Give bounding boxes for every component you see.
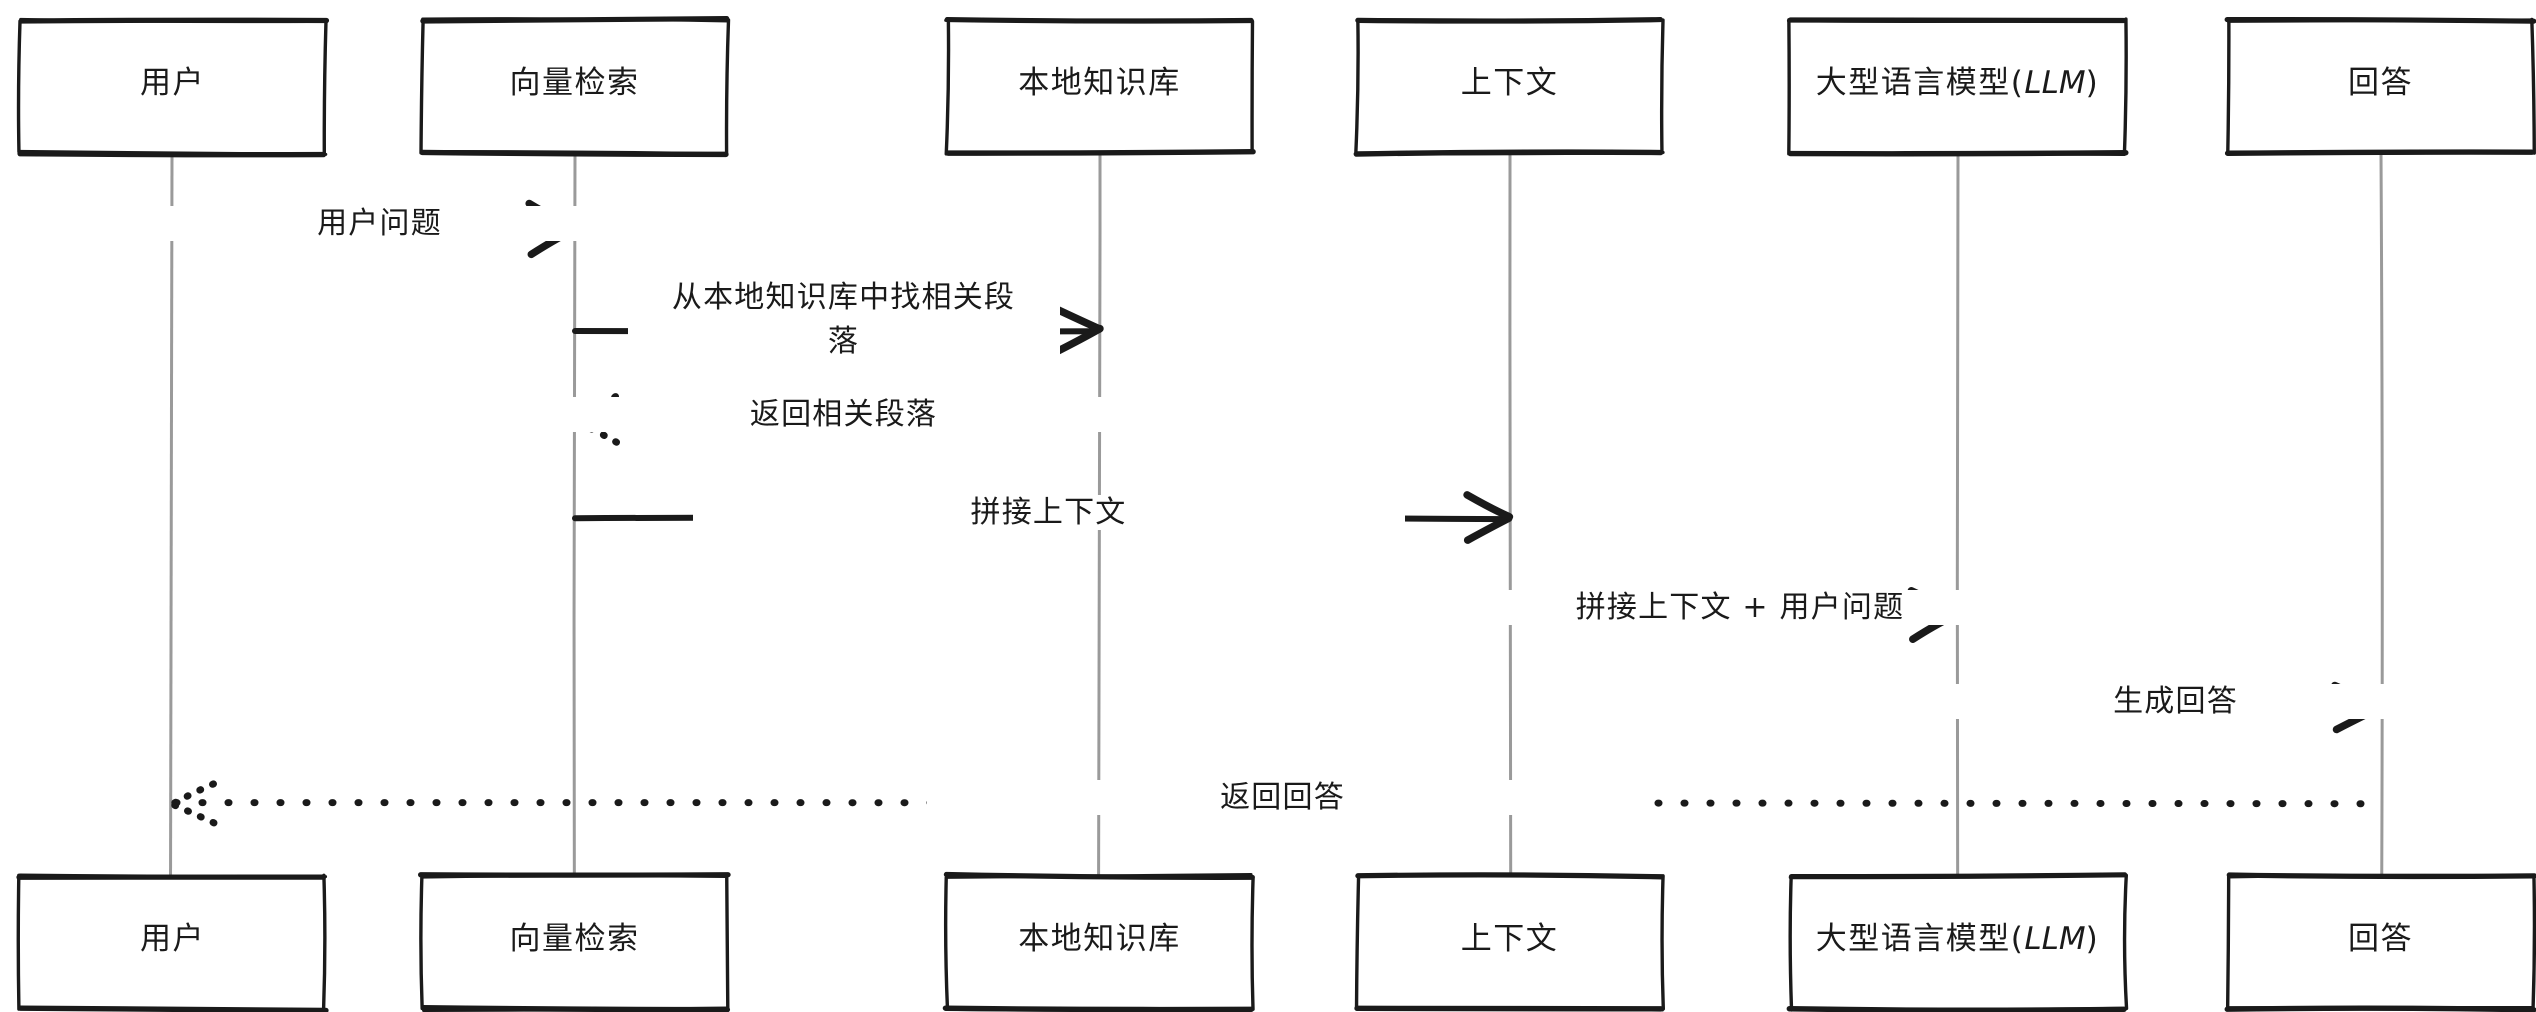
message-m1 (169, 199, 580, 259)
lifeline-user (169, 152, 174, 877)
arrowhead-open (168, 780, 218, 827)
message-m6 (1955, 681, 2386, 734)
lifeline-llm (1955, 152, 1960, 877)
participant-box-bottom-kb (942, 871, 1255, 1012)
participant-box-bottom-context (1354, 872, 1665, 1012)
participant-box-bottom-retriever (417, 872, 731, 1012)
lifeline-retriever (572, 152, 577, 877)
lifeline-answer (2379, 152, 2384, 877)
participant-box-bottom-user (16, 873, 329, 1012)
arrowhead-filled (1051, 304, 1104, 357)
message-m4 (572, 491, 1514, 544)
participant-box-bottom-answer (2224, 872, 2536, 1012)
participant-box-top-retriever (419, 16, 731, 158)
participant-box-top-answer (2224, 16, 2536, 156)
participant-box-top-context (1353, 16, 1665, 157)
message-m2 (572, 304, 1104, 357)
message-m3 (570, 393, 1104, 446)
participant-box-top-user (16, 17, 330, 158)
participant-box-top-kb (944, 16, 1256, 156)
arrowhead-filled (1463, 491, 1514, 544)
participant-box-bottom-llm (1786, 872, 2129, 1012)
participant-box-top-llm (1786, 17, 2129, 157)
message-m7 (168, 780, 2385, 827)
arrowhead-open (570, 393, 621, 446)
message-m5 (1507, 587, 1963, 643)
